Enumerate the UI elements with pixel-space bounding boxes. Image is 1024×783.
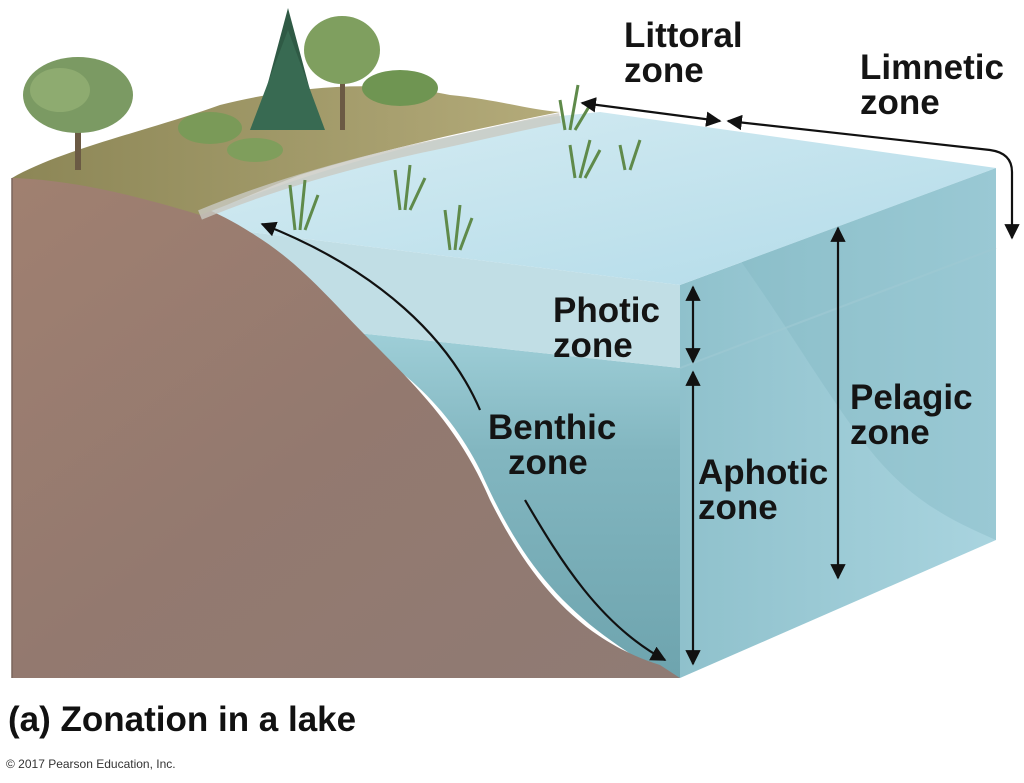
limnetic-zone-label: Limnetic zone — [860, 50, 1004, 120]
benthic-label-line2: zone — [508, 443, 588, 482]
water-front-face — [330, 330, 680, 678]
benthic-arrow-lower — [524, 499, 667, 661]
aphotic-label-line1: Aphotic — [698, 453, 829, 492]
littoral-zone-label: Littoral zone — [624, 18, 743, 88]
benthic-label-line1: Benthic — [488, 408, 617, 447]
photic-label-line2: zone — [553, 326, 633, 365]
benthic-arrow-upper — [260, 221, 482, 411]
sediment-bank — [12, 176, 680, 679]
copyright-notice: © 2017 Pearson Education, Inc. — [6, 757, 176, 771]
shore-land — [12, 86, 560, 215]
littoral-label-line1: Littoral — [624, 16, 743, 55]
pelagic-label-line2: zone — [850, 413, 930, 452]
aphotic-zone-label: Aphotic zone — [698, 455, 828, 525]
littoral-arrow — [580, 97, 722, 127]
aphotic-label-line2: zone — [698, 488, 778, 527]
shore-trees — [23, 8, 438, 170]
pelagic-zone-label: Pelagic zone — [850, 380, 973, 450]
benthic-zone-label: Benthic zone — [488, 410, 616, 480]
limnetic-label-line2: zone — [860, 83, 940, 122]
figure-caption: (a) Zonation in a lake — [8, 700, 357, 739]
limnetic-label-line1: Limnetic — [860, 48, 1004, 87]
zone-arrows — [260, 97, 1020, 666]
littoral-reeds — [288, 84, 642, 251]
limnetic-arrow — [726, 114, 1020, 240]
side-slope-shade — [740, 168, 996, 540]
photic-band — [250, 232, 680, 368]
photic-zone-label: Photic zone — [553, 293, 660, 363]
photic-label-line1: Photic — [553, 291, 660, 330]
pelagic-label-line1: Pelagic — [850, 378, 973, 417]
littoral-label-line2: zone — [624, 51, 704, 90]
